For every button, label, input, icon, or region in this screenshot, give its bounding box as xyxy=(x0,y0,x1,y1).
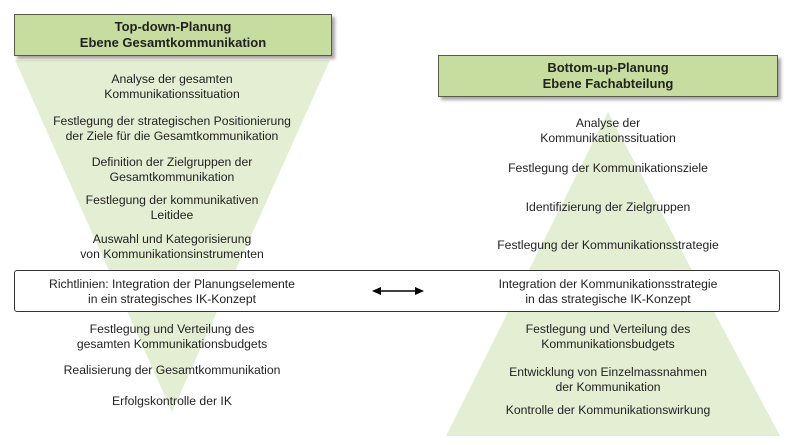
top-down-header-title: Top-down-Planung xyxy=(114,19,232,34)
step-text: Festlegung der strategischen Positionier… xyxy=(53,114,291,128)
bottom-up-header: Bottom-up-Planung Ebene Fachabteilung xyxy=(438,55,778,97)
top-down-step: Auswahl und Kategorisierung von Kommunik… xyxy=(52,232,292,261)
step-text: Kommunikationssituation xyxy=(104,86,240,101)
step-text: Kommunikationssituation xyxy=(540,130,676,145)
top-down-step: Festlegung und Verteilung des gesamten K… xyxy=(62,322,282,351)
top-down-band-text: Richtlinien: Integration der Planungsele… xyxy=(22,277,322,306)
bottom-up-step: Kontrolle der Kommunikationswirkung xyxy=(478,403,738,418)
top-down-step: Realisierung der Gesamtkommunikation xyxy=(42,363,302,378)
step-text: Analyse der gesamten xyxy=(111,72,233,86)
step-text: Kontrolle der Kommunikationswirkung xyxy=(505,403,711,417)
band-text: in ein strategisches IK-Konzept xyxy=(87,291,256,306)
top-down-step: Festlegung der strategischen Positionier… xyxy=(22,114,322,143)
bottom-up-step: Entwicklung von Einzelmassnahmen der Kom… xyxy=(488,365,728,394)
bottom-up-step: Analyse der Kommunikationssituation xyxy=(508,116,708,145)
step-text: Entwicklung von Einzelmassnahmen xyxy=(509,365,707,379)
step-text: Erfolgskontrolle der IK xyxy=(112,394,232,408)
top-down-header-subtitle: Ebene Gesamtkommunikation xyxy=(79,35,267,50)
top-down-inverted-triangle xyxy=(15,60,330,412)
step-text: der Kommunikation xyxy=(555,379,661,394)
step-text: Festlegung der Kommunikationsstrategie xyxy=(497,238,719,252)
step-text: Gesamtkommunikation xyxy=(109,169,235,184)
step-text: Festlegung der kommunikativen xyxy=(85,193,259,207)
step-text: Identifizierung der Zielgruppen xyxy=(525,200,691,214)
step-text: Festlegung und Verteilung des xyxy=(525,322,691,336)
top-down-step: Erfolgskontrolle der IK xyxy=(82,394,262,409)
bottom-up-band-text: Integration der Kommunikationsstrategie … xyxy=(468,277,748,306)
step-text: gesamten Kommunikationsbudgets xyxy=(76,336,268,351)
double-arrow-icon xyxy=(372,287,424,295)
top-down-header: Top-down-Planung Ebene Gesamtkommunikati… xyxy=(14,14,332,56)
top-down-step: Definition der Zielgruppen der Gesamtkom… xyxy=(62,155,282,184)
step-text: Festlegung der Kommunikationsziele xyxy=(508,161,708,175)
step-text: Auswahl und Kategorisierung xyxy=(92,232,252,246)
band-text: in das strategische IK-Konzept xyxy=(525,291,691,306)
band-text: Integration der Kommunikationsstrategie xyxy=(498,277,718,291)
bottom-up-step: Identifizierung der Zielgruppen xyxy=(488,200,728,215)
bottom-up-header-title: Bottom-up-Planung xyxy=(547,60,669,75)
step-text: Realisierung der Gesamtkommunikation xyxy=(63,363,281,377)
step-text: Kommunikationsbudgets xyxy=(541,336,675,351)
top-down-step: Analyse der gesamten Kommunikationssitua… xyxy=(72,72,272,101)
top-down-step: Festlegung der kommunikativen Leitidee xyxy=(62,193,282,222)
step-text: Analyse der xyxy=(575,116,641,130)
bottom-up-header-subtitle: Ebene Fachabteilung xyxy=(542,76,674,91)
step-text: Definition der Zielgruppen der xyxy=(91,155,253,169)
step-text: der Ziele für die Gesamtkommunikation xyxy=(65,128,279,143)
step-text: Leitidee xyxy=(150,207,194,222)
bottom-up-step: Festlegung der Kommunikationsziele xyxy=(488,161,728,176)
bottom-up-step: Festlegung und Verteilung des Kommunikat… xyxy=(498,322,718,351)
band-text: Richtlinien: Integration der Planungsele… xyxy=(49,277,295,291)
bottom-up-step: Festlegung der Kommunikationsstrategie xyxy=(478,238,738,253)
step-text: Festlegung und Verteilung des xyxy=(89,322,255,336)
step-text: von Kommunikationsinstrumenten xyxy=(80,246,264,261)
